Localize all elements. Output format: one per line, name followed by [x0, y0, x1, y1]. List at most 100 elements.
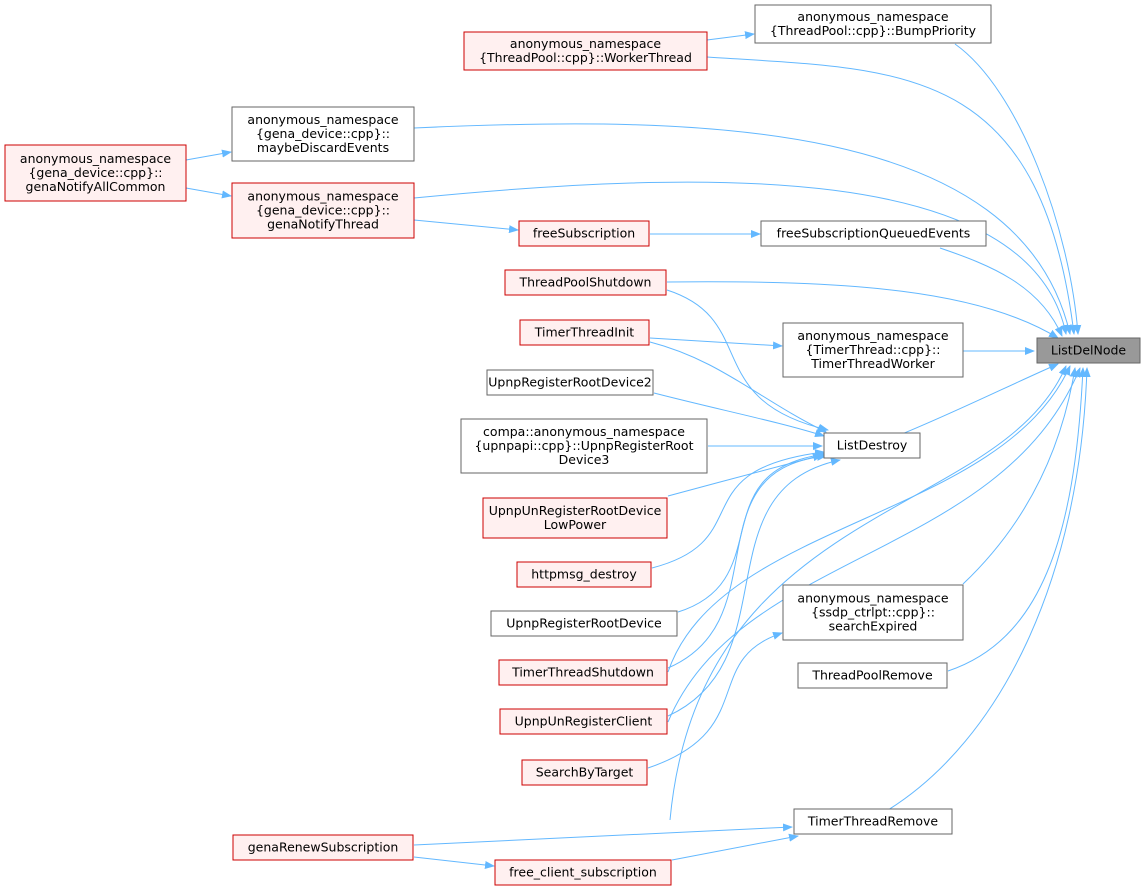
node-timerthreadshutdown[interactable]: TimerThreadShutdown — [498, 659, 668, 686]
edge-listdestroy-listdelnode — [901, 363, 1059, 435]
node-freesubqueued[interactable]: freeSubscriptionQueuedEvents — [760, 220, 987, 247]
node-box — [516, 561, 652, 588]
node-label-line: {TimerThread::cpp}:: — [806, 342, 941, 357]
node-upnpregisterrootdevice3[interactable]: compa::anonymous_namespace{upnpapi::cpp}… — [460, 418, 708, 474]
node-genarenewsubscription[interactable]: genaRenewSubscription — [232, 834, 414, 861]
node-label-line: genaNotifyAllCommon — [26, 179, 166, 194]
node-box — [231, 182, 415, 239]
node-label-line: anonymous_namespace — [797, 9, 948, 24]
edge-timerthreadshutdown-listdestroy — [667, 452, 827, 669]
node-box — [823, 432, 921, 459]
node-listdestroy[interactable]: ListDestroy — [823, 432, 921, 459]
node-box — [463, 31, 708, 71]
node-label-line: {gena_device::cpp}:: — [256, 126, 390, 141]
node-label-line: anonymous_namespace — [510, 36, 661, 51]
node-box — [1036, 337, 1141, 364]
node-label-line: freeSubscription — [533, 226, 635, 241]
node-label-line: genaNotifyThread — [267, 217, 379, 232]
edge-bumppriority-listdelnode — [954, 43, 1082, 335]
edge-workerthread-listdelnode — [706, 56, 1077, 335]
node-label-line: httpmsg_destroy — [531, 567, 637, 582]
node-label-line: {upnpapi::cpp}::UpnpRegisterRoot — [474, 438, 693, 453]
node-upnpregisterrootdevice2[interactable]: UpnpRegisterRootDevice2 — [486, 369, 654, 396]
node-box — [521, 759, 648, 786]
node-upnpregisterrootdevice[interactable]: UpnpRegisterRootDevice — [490, 610, 678, 637]
edge-genarenewsubscription-freeclientsubscription — [413, 856, 495, 869]
node-box — [498, 659, 668, 686]
node-label-line: LowPower — [544, 517, 607, 532]
node-label-line: {ssdp_ctrlpt::cpp}:: — [811, 605, 935, 620]
edge-genanotifyallcommon-genanotifythread — [185, 187, 232, 199]
node-label-line: UpnpRegisterRootDevice2 — [488, 375, 651, 390]
edge-searchbytarget-searchexpired — [647, 632, 783, 769]
node-timerthreadworker[interactable]: anonymous_namespace{TimerThread::cpp}::T… — [782, 322, 964, 378]
node-genanotifyallcommon[interactable]: anonymous_namespace{gena_device::cpp}::g… — [4, 144, 187, 202]
node-genanotifythread[interactable]: anonymous_namespace{gena_device::cpp}::g… — [231, 182, 415, 239]
edge-genanotifyallcommon-maybediscard — [185, 149, 232, 161]
node-box — [519, 319, 650, 346]
node-label-line: SearchByTarget — [536, 765, 634, 780]
node-label-line: TimerThreadInit — [534, 325, 635, 340]
node-label-line: anonymous_namespace — [247, 189, 398, 204]
node-box — [504, 269, 667, 296]
edge-timerthreadinit-timerthreadworker — [649, 337, 783, 350]
edge-upnpunregisterclient-listdestroy — [667, 457, 841, 717]
node-box — [793, 808, 953, 835]
edge-maybediscard-listdelnode — [413, 123, 1072, 335]
node-box — [782, 584, 964, 641]
node-label-line: anonymous_namespace — [797, 591, 948, 606]
node-label-line: UpnpRegisterRootDevice — [506, 616, 662, 631]
node-layer: anonymous_namespace{ThreadPool::cpp}::Bu… — [4, 4, 1141, 886]
node-label-line: {gena_device::cpp}:: — [256, 203, 390, 218]
edge-genarenewsubscription-timerthreadremove — [413, 823, 793, 846]
node-label-line: {gena_device::cpp}:: — [28, 165, 162, 180]
node-box — [494, 859, 672, 886]
node-label-line: ListDelNode — [1051, 343, 1127, 358]
node-box — [760, 220, 987, 247]
node-httpmsgdestroy[interactable]: httpmsg_destroy — [516, 561, 652, 588]
node-label-line: maybeDiscardEvents — [257, 140, 389, 155]
node-maybediscard[interactable]: anonymous_namespace{gena_device::cpp}::m… — [231, 106, 415, 162]
edge-freeclientsubscription-timerthreadremove — [671, 833, 799, 861]
edge-threadpoolremove-listdelnode — [947, 367, 1087, 672]
node-timerthreadremove[interactable]: TimerThreadRemove — [793, 808, 953, 835]
edge-timerthreadinit-listdestroy — [649, 341, 827, 433]
edge-genanotifythread-freesubscription — [413, 219, 519, 234]
node-box — [490, 610, 678, 637]
node-label-line: UpnpUnRegisterRootDevice — [489, 503, 662, 518]
node-freesubscription[interactable]: freeSubscription — [518, 220, 650, 247]
edge-httpmsgdestroy-listdelnode — [667, 365, 1071, 673]
node-box — [231, 106, 415, 162]
node-workerthread[interactable]: anonymous_namespace{ThreadPool::cpp}::Wo… — [463, 31, 708, 71]
node-box — [232, 834, 414, 861]
node-label-line: TimerThreadRemove — [807, 814, 938, 829]
node-label-line: UpnpUnRegisterClient — [515, 714, 653, 729]
node-freeclientsubscription[interactable]: free_client_subscription — [494, 859, 672, 886]
node-label-line: compa::anonymous_namespace — [483, 424, 685, 439]
node-label-line: TimerThreadShutdown — [511, 665, 654, 680]
edge-httpmsgdestroy-listdestroy — [651, 449, 825, 569]
node-box — [482, 497, 668, 539]
node-threadpoolremove[interactable]: ThreadPoolRemove — [797, 662, 948, 689]
node-threadpoolshutdown[interactable]: ThreadPoolShutdown — [504, 269, 667, 296]
node-label-line: searchExpired — [829, 619, 918, 634]
edge-searchexpired-listdelnode — [962, 367, 1078, 585]
node-upnpunregisterclient[interactable]: UpnpUnRegisterClient — [499, 708, 668, 735]
node-timerthreadinit[interactable]: TimerThreadInit — [519, 319, 650, 346]
node-label-line: Device3 — [559, 452, 610, 467]
node-label-line: anonymous_namespace — [797, 328, 948, 343]
node-box — [797, 662, 948, 689]
node-label-line: ListDestroy — [837, 438, 908, 453]
node-box — [4, 144, 187, 202]
node-label-line: ThreadPoolRemove — [811, 668, 933, 683]
node-listdelnode[interactable]: ListDelNode — [1036, 337, 1141, 364]
edge-freesubqueued-listdelnode — [939, 247, 1063, 337]
node-box — [518, 220, 650, 247]
node-label-line: free_client_subscription — [509, 865, 657, 880]
node-searchexpired[interactable]: anonymous_namespace{ssdp_ctrlpt::cpp}::s… — [782, 584, 964, 641]
node-label-line: {ThreadPool::cpp}::WorkerThread — [479, 50, 692, 65]
node-searchbytarget[interactable]: SearchByTarget — [521, 759, 648, 786]
node-bumppriority[interactable]: anonymous_namespace{ThreadPool::cpp}::Bu… — [754, 4, 992, 44]
